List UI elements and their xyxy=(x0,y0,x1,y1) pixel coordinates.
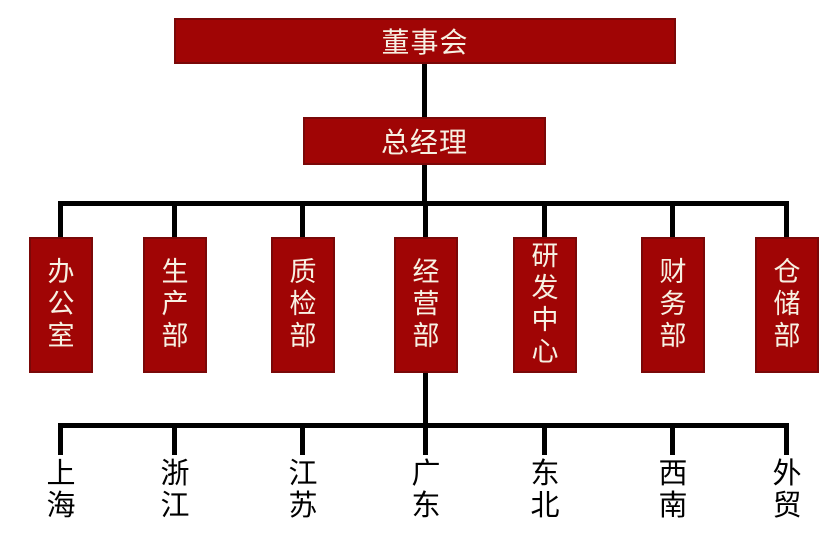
node-region-jiangsu: 江苏 xyxy=(271,458,335,523)
node-general-manager-label: 总经理 xyxy=(380,127,468,158)
node-dept-quality-label: 质检部 xyxy=(289,257,317,351)
node-dept-rnd: 研发中心 xyxy=(513,237,577,373)
connector-board-gm xyxy=(422,64,427,117)
node-region-foreign-trade-label: 外贸 xyxy=(772,458,802,523)
node-region-northeast: 东北 xyxy=(513,458,577,523)
connector-stub-jiangsu xyxy=(300,423,305,455)
node-dept-production: 生产部 xyxy=(143,237,207,373)
node-board-label: 董事会 xyxy=(381,27,469,58)
connector-stub-production xyxy=(172,201,177,237)
node-region-northeast-label: 东北 xyxy=(530,458,560,523)
node-region-shanghai-label: 上海 xyxy=(46,458,76,523)
connector-stub-quality xyxy=(300,201,305,237)
connector-business-rail xyxy=(423,373,428,425)
connector-stub-finance xyxy=(670,201,675,237)
node-dept-quality: 质检部 xyxy=(271,237,335,373)
connector-gm-rail xyxy=(422,165,427,203)
node-region-southwest-label: 西南 xyxy=(658,458,688,523)
connector-stub-foreign-trade xyxy=(784,423,789,455)
node-dept-production-label: 生产部 xyxy=(161,257,189,351)
node-dept-finance: 财务部 xyxy=(641,237,705,373)
connector-stub-business xyxy=(423,201,428,237)
node-dept-rnd-label: 研发中心 xyxy=(531,241,559,367)
node-region-southwest: 西南 xyxy=(641,458,705,523)
connector-stub-warehouse xyxy=(784,201,789,237)
node-dept-office: 办公室 xyxy=(29,237,93,373)
node-region-zhejiang-label: 浙江 xyxy=(160,458,190,523)
connector-stub-guangdong xyxy=(423,423,428,455)
node-region-foreign-trade: 外贸 xyxy=(755,458,819,523)
connector-stub-rnd xyxy=(542,201,547,237)
connector-stub-shanghai xyxy=(58,423,63,455)
node-general-manager: 总经理 xyxy=(303,117,546,165)
node-dept-business: 经营部 xyxy=(394,237,458,373)
connector-stub-southwest xyxy=(670,423,675,455)
node-region-zhejiang: 浙江 xyxy=(143,458,207,523)
connector-stub-office xyxy=(58,201,63,237)
node-region-guangdong: 广东 xyxy=(394,458,458,523)
node-board: 董事会 xyxy=(174,18,676,64)
node-dept-warehouse-label: 仓储部 xyxy=(773,257,801,351)
node-region-guangdong-label: 广东 xyxy=(411,458,441,523)
node-region-jiangsu-label: 江苏 xyxy=(288,458,318,523)
node-region-shanghai: 上海 xyxy=(29,458,93,523)
connector-stub-northeast xyxy=(542,423,547,455)
node-dept-office-label: 办公室 xyxy=(47,257,75,351)
connector-stub-zhejiang xyxy=(172,423,177,455)
node-dept-business-label: 经营部 xyxy=(412,257,440,351)
node-dept-finance-label: 财务部 xyxy=(659,257,687,351)
node-dept-warehouse: 仓储部 xyxy=(755,237,819,373)
